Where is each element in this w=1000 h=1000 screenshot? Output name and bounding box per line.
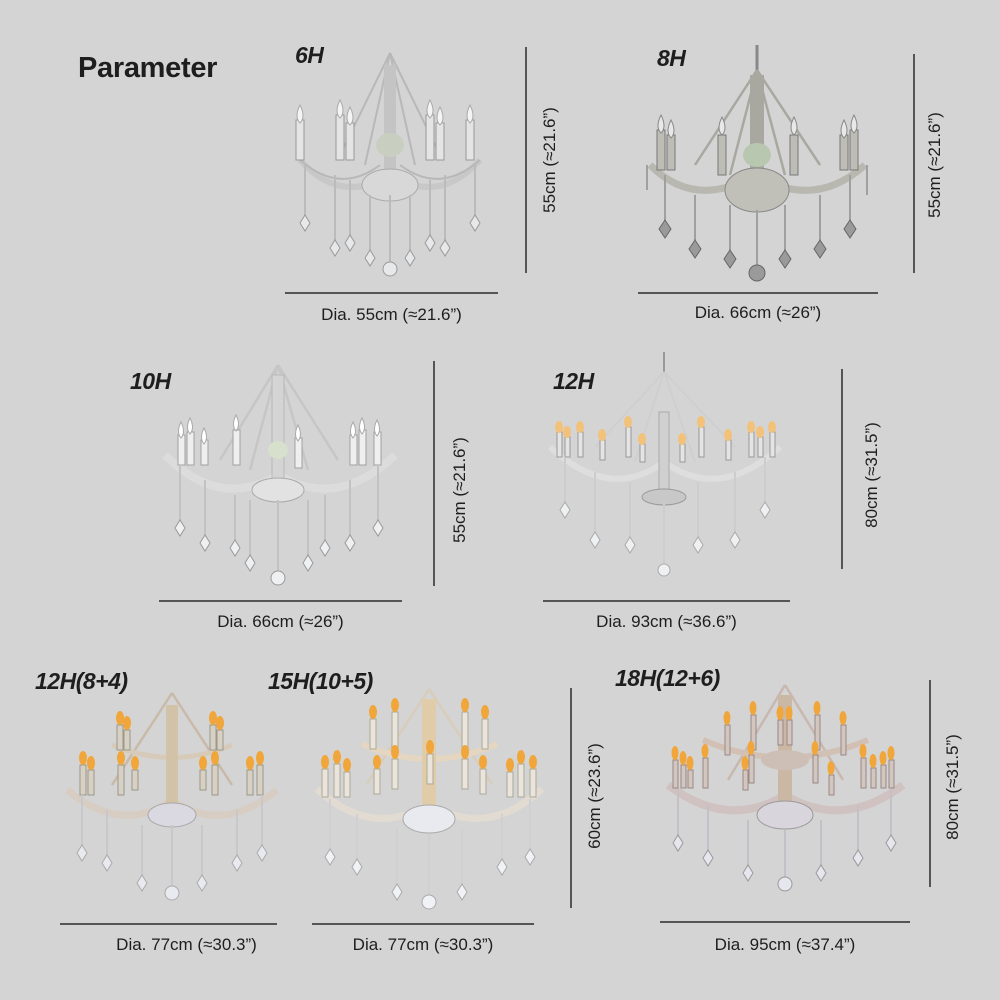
diameter-dimension-line-8h <box>638 292 878 294</box>
chandelier-image-12h-8-4 <box>62 685 282 905</box>
chandelier-image-15h-10-5 <box>312 684 547 914</box>
chandelier-image-10h <box>160 360 400 590</box>
chandelier-15h-10-5-icon <box>314 688 545 910</box>
height-label-12h: 80cm (≈31.5”) <box>862 422 881 528</box>
diameter-label-15h-10-5: Dia. 77cm (≈30.3”) <box>352 935 494 954</box>
chandelier-image-6h <box>280 45 500 280</box>
variant-label-12h: 12H <box>553 368 594 394</box>
diameter-label-6h: Dia. 55cm (≈21.6”) <box>321 305 462 324</box>
height-dimension-line-8h <box>913 54 915 273</box>
diameter-label-12h: Dia. 93cm (≈36.6”) <box>596 612 737 631</box>
variant-label-12h-8-4: 12H(8+4) <box>35 668 128 694</box>
variant-label-6h: 6H <box>295 42 324 68</box>
diameter-label-12h-8-4: Dia. 77cm (≈30.3”) <box>116 935 257 954</box>
height-label-6h: 55cm (≈21.6”) <box>540 107 559 213</box>
height-dimension-line-18h-12-6 <box>929 680 931 887</box>
diameter-dimension-line-15h-10-5 <box>312 923 534 925</box>
chandelier-8h-icon <box>646 45 868 282</box>
diameter-dimension-line-10h <box>159 600 402 602</box>
chandelier-10h-icon <box>162 364 398 586</box>
variant-label-18h-12-6: 18H(12+6) <box>615 665 720 691</box>
height-label-10h: 55cm (≈21.6”) <box>450 437 469 543</box>
diameter-dimension-line-18h-12-6 <box>660 921 910 923</box>
chandelier-6h-icon <box>295 52 483 277</box>
diameter-label-8h: Dia. 66cm (≈26”) <box>694 303 822 322</box>
height-dimension-line-15h-10-5 <box>570 688 572 908</box>
diameter-dimension-line-12h <box>543 600 790 602</box>
chandelier-12h-icon <box>547 352 783 577</box>
diameter-label-18h-12-6: Dia. 95cm (≈37.4”) <box>714 935 856 954</box>
variant-label-15h-10-5: 15H(10+5) <box>268 668 373 694</box>
chandelier-image-18h-12-6 <box>663 680 908 895</box>
variant-label-8h: 8H <box>657 45 686 71</box>
diameter-dimension-line-12h-8-4 <box>60 923 277 925</box>
height-label-18h-12-6: 80cm (≈31.5”) <box>943 734 962 840</box>
chandelier-image-12h <box>540 352 790 582</box>
diameter-dimension-line-6h <box>285 292 498 294</box>
height-label-15h-10-5: 60cm (≈23.6”) <box>585 743 604 849</box>
chandelier-12h-8-4-icon <box>64 692 280 901</box>
height-label-8h: 55cm (≈21.6”) <box>925 112 944 218</box>
variant-label-10h: 10H <box>130 368 171 394</box>
height-dimension-line-6h <box>525 47 527 273</box>
chandelier-image-8h <box>635 45 880 285</box>
chandelier-18h-12-6-icon <box>665 684 906 892</box>
height-dimension-line-10h <box>433 361 435 586</box>
page-title: Parameter <box>78 52 218 84</box>
diameter-label-10h: Dia. 66cm (≈26”) <box>217 612 344 631</box>
height-dimension-line-12h <box>841 369 843 569</box>
